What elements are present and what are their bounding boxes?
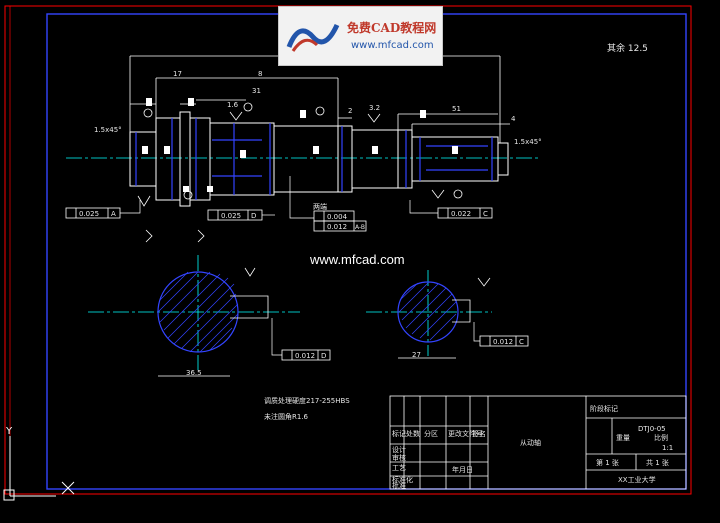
- fcf-1-datum: A: [111, 210, 116, 218]
- dim-51: 51: [452, 105, 461, 113]
- both-ends-label: 两端: [313, 202, 327, 211]
- title-block: [389, 395, 687, 490]
- fcf-1: 0.025 A: [65, 207, 121, 219]
- outer-frame: [4, 5, 692, 495]
- chamfer-right: 1.5x45°: [514, 138, 542, 146]
- title-block-stage-label-2: 比例: [654, 433, 668, 442]
- dim-31: 31: [252, 87, 261, 95]
- fcf-2-value: 0.025: [221, 212, 241, 220]
- title-block-sheets-total: 共 1 张: [646, 458, 669, 467]
- title-block-sheet: 第 1 张: [596, 458, 619, 467]
- section-left-dim: 36.5: [186, 369, 202, 377]
- title-block-col-label-2: 更改文件号: [448, 429, 483, 438]
- leader-lines: [120, 176, 438, 219]
- fcf-6-value: 0.012: [295, 352, 315, 360]
- dimension-markers: [142, 98, 458, 192]
- fcf-6-datum: D: [321, 352, 326, 360]
- shaft-blue-edges: [135, 118, 493, 200]
- fcf-3-value: 0.004: [327, 213, 348, 221]
- site-logo-icon: [286, 23, 340, 52]
- watermark-url: www.mfcad.com: [351, 40, 434, 51]
- section-right: 27: [366, 270, 492, 359]
- title-block-school: XX工业大学: [618, 475, 656, 484]
- section-left: 36.5: [88, 255, 300, 377]
- svg-text:Y: Y: [5, 426, 13, 437]
- section-right-dim: 27: [412, 351, 421, 359]
- roughness-symbols: [137, 111, 491, 287]
- tech-note-fillet: 未注圆角R1.6: [264, 413, 308, 421]
- fcf-4-value: 0.012: [327, 223, 347, 231]
- shaft-body: [129, 111, 509, 207]
- fcf-7-value: 0.012: [493, 338, 513, 346]
- title-block-stage-label-1: 重量: [616, 434, 630, 442]
- chamfer-left: 1.5x45°: [94, 126, 122, 134]
- roughness-note: 其余 12.5: [607, 44, 648, 54]
- fcf-3: 0.004 0.012 A-B: [313, 210, 367, 232]
- title-block-drawing-number: DTJ0-05: [638, 425, 666, 433]
- title-block-col-label-0: 处数: [406, 429, 420, 438]
- dim-17: 17: [173, 70, 182, 78]
- watermark-title: 免费CAD教程网: [347, 21, 437, 35]
- fcf-7-datum: C: [519, 338, 524, 346]
- fcf-2: 0.025 D: [207, 209, 263, 221]
- tech-note-hardness: 调质处理硬度217-255HBS: [264, 397, 350, 405]
- fcf-5-value: 0.022: [451, 210, 471, 218]
- title-block-row-label-1: 设计: [392, 445, 406, 454]
- fcf-6: 0.012 D: [271, 318, 331, 361]
- title-block-row-label-2: 审核: [392, 453, 406, 462]
- title-block-col-label-4: 年月日: [452, 465, 473, 474]
- fcf-5-datum: C: [483, 210, 488, 218]
- fcf-1-value: 0.025: [79, 210, 99, 218]
- top-dimension-lines: [129, 55, 510, 143]
- fcf-4-datum: A-B: [355, 224, 365, 231]
- title-block-row-label-4: 标准化: [392, 475, 413, 484]
- overlay-url: www.mfcad.com: [310, 252, 405, 267]
- fcf-5: 0.022 C: [437, 207, 493, 219]
- site-watermark: 免费CAD教程网 www.mfcad.com: [278, 6, 443, 66]
- title-block-col-label-3: 签名: [472, 429, 486, 438]
- datum-circles: [143, 102, 463, 200]
- title-block-row-label-5: 批准: [392, 481, 406, 490]
- dim-8: 8: [258, 70, 262, 78]
- title-block-scale: 1:1: [662, 444, 673, 452]
- title-block-col-label-1: 分区: [424, 429, 438, 438]
- title-block-part-name: 从动轴: [520, 438, 541, 447]
- title-block-row-label-3: 工艺: [392, 464, 406, 472]
- title-block-row-label-0: 标记: [392, 429, 406, 438]
- dim-1-6: 1.6: [227, 101, 239, 109]
- title-block-stage-label-0: 阶段标记: [590, 404, 618, 413]
- dim-2: 2: [348, 107, 352, 115]
- dim-4: 4: [511, 115, 516, 123]
- dim-3-2-top: 3.2: [369, 104, 380, 112]
- fcf-7: 0.012 C: [473, 322, 529, 347]
- fcf-2-datum: D: [251, 212, 256, 220]
- ucs-axis-icon: Y: [3, 426, 75, 501]
